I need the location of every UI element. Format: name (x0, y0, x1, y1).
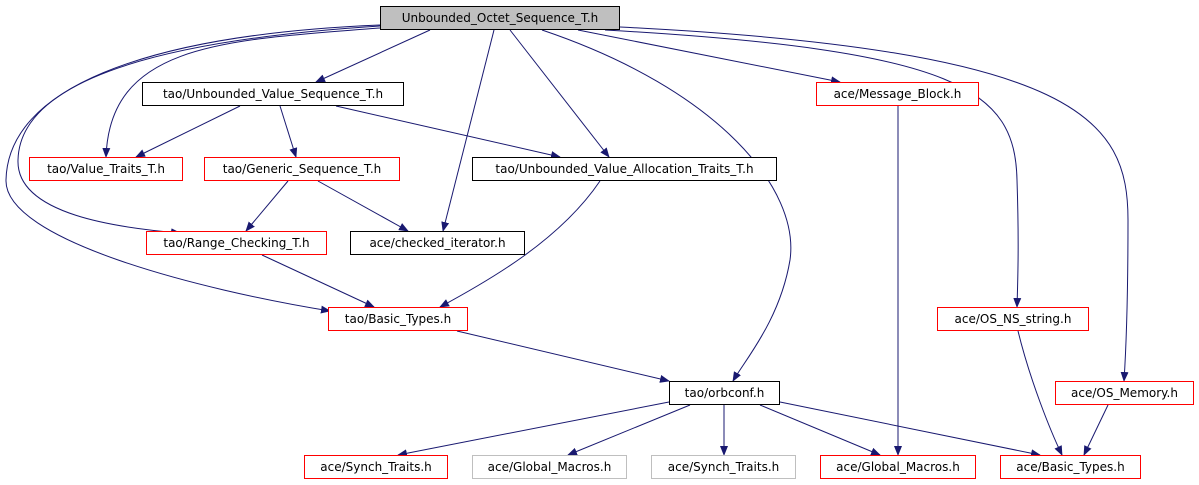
node-ace-synch-traits-red[interactable]: ace/Synch_Traits.h (304, 455, 448, 479)
node-unbounded-octet-sequence[interactable]: Unbounded_Octet_Sequence_T.h (380, 6, 620, 30)
node-ace-synch-traits-gray: ace/Synch_Traits.h (651, 455, 796, 479)
node-ace-global-macros-red[interactable]: ace/Global_Macros.h (820, 455, 976, 479)
node-ace-checked-iterator[interactable]: ace/checked_iterator.h (350, 231, 525, 255)
edge-tao-generic-sequence-to-tao-range-checking (245, 180, 289, 232)
edge-tao-unbounded-value-sequence-to-tao-unbounded-value-allocation-traits (335, 105, 561, 159)
edge-unbounded-octet-sequence-to-tao-value-traits (102, 27, 381, 158)
node-tao-range-checking[interactable]: tao/Range_Checking_T.h (146, 231, 327, 255)
edge-unbounded-octet-sequence-to-tao-range-checking (17, 25, 381, 237)
node-tao-generic-sequence[interactable]: tao/Generic_Sequence_T.h (204, 157, 400, 181)
edge-unbounded-octet-sequence-to-ace-os-ns-string (604, 29, 1022, 308)
node-tao-basic-types[interactable]: tao/Basic_Types.h (328, 307, 468, 331)
edge-ace-os-memory-to-ace-basic-types (1083, 404, 1109, 456)
node-ace-os-memory[interactable]: ace/OS_Memory.h (1055, 381, 1194, 405)
edge-tao-range-checking-to-tao-basic-types (261, 254, 375, 308)
edge-tao-orbconf-to-ace-global-macros-red (759, 404, 881, 456)
edge-tao-basic-types-to-tao-orbconf (456, 330, 670, 383)
edge-unbounded-octet-sequence-to-ace-os-memory (619, 26, 1129, 382)
edge-tao-generic-sequence-to-ace-checked-iterator (317, 180, 409, 232)
edge-tao-orbconf-to-ace-basic-types (779, 401, 1041, 458)
edge-tao-orbconf-to-ace-synch-traits-red (397, 401, 670, 458)
node-ace-basic-types[interactable]: ace/Basic_Types.h (1000, 455, 1141, 479)
node-tao-orbconf[interactable]: tao/orbconf.h (669, 381, 780, 405)
edge-unbounded-octet-sequence-to-ace-message-block (577, 29, 841, 85)
edge-unbounded-octet-sequence-to-tao-orbconf (541, 29, 792, 382)
edge-tao-unbounded-value-allocation-traits-to-tao-basic-types (439, 180, 601, 308)
edge-tao-unbounded-value-sequence-to-tao-generic-sequence (279, 105, 298, 158)
edge-tao-unbounded-value-sequence-to-tao-value-traits (135, 105, 241, 158)
node-ace-message-block[interactable]: ace/Message_Block.h (816, 82, 979, 106)
edge-ace-os-ns-string-to-ace-basic-types (1017, 330, 1063, 456)
node-ace-global-macros-gray: ace/Global_Macros.h (472, 455, 627, 479)
node-ace-os-ns-string[interactable]: ace/OS_NS_string.h (937, 307, 1089, 331)
edge-unbounded-octet-sequence-to-tao-unbounded-value-sequence (315, 29, 431, 83)
edge-unbounded-octet-sequence-to-tao-basic-types (5, 24, 381, 314)
node-tao-unbounded-value-sequence[interactable]: tao/Unbounded_Value_Sequence_T.h (142, 82, 404, 106)
edge-unbounded-octet-sequence-to-tao-unbounded-value-allocation-traits (509, 29, 610, 158)
node-tao-unbounded-value-allocation-traits[interactable]: tao/Unbounded_Value_Allocation_Traits_T.… (472, 157, 777, 181)
node-tao-value-traits[interactable]: tao/Value_Traits_T.h (29, 157, 183, 181)
edge-unbounded-octet-sequence-to-ace-checked-iterator (441, 29, 495, 232)
edge-tao-orbconf-to-ace-global-macros-gray (567, 404, 691, 456)
